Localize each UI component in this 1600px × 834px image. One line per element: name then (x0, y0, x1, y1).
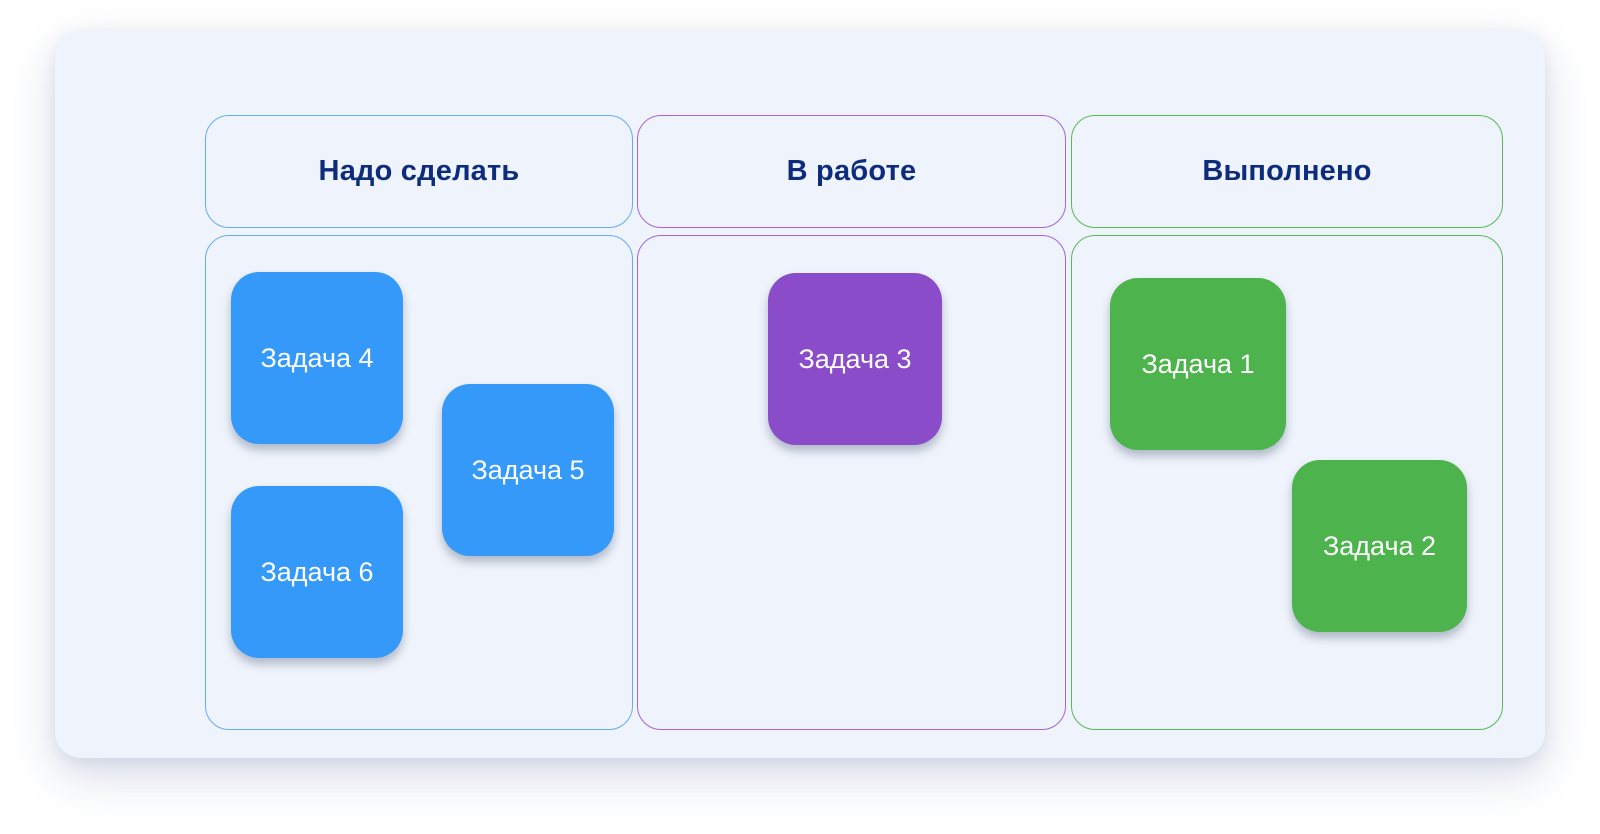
column-dropzone-done[interactable] (1071, 235, 1503, 730)
column-header-todo: Надо сделать (205, 115, 633, 228)
kanban-board-panel: Надо сделать В работе Выполнено Задача 4… (55, 30, 1545, 758)
column-title-in-progress: В работе (786, 155, 917, 187)
task-card-label: Задача 4 (260, 342, 374, 373)
task-card-4[interactable]: Задача 4 (231, 272, 403, 444)
task-card-6[interactable]: Задача 6 (231, 486, 403, 658)
column-dropzone-todo[interactable] (205, 235, 633, 730)
task-card-label: Задача 6 (260, 556, 374, 587)
task-card-label: Задача 1 (1141, 348, 1255, 379)
task-card-1[interactable]: Задача 1 (1110, 278, 1286, 450)
column-title-todo: Надо сделать (318, 155, 520, 187)
task-card-2[interactable]: Задача 2 (1292, 460, 1467, 632)
task-card-label: Задача 2 (1322, 530, 1437, 561)
column-title-done: Выполнено (1202, 155, 1372, 187)
task-card-label: Задача 3 (798, 343, 912, 374)
column-dropzone-in-progress[interactable] (637, 235, 1066, 730)
task-card-3[interactable]: Задача 3 (768, 273, 942, 445)
task-card-label: Задача 5 (471, 454, 585, 485)
task-card-5[interactable]: Задача 5 (442, 384, 614, 556)
column-header-in-progress: В работе (637, 115, 1066, 228)
column-header-done: Выполнено (1071, 115, 1503, 228)
